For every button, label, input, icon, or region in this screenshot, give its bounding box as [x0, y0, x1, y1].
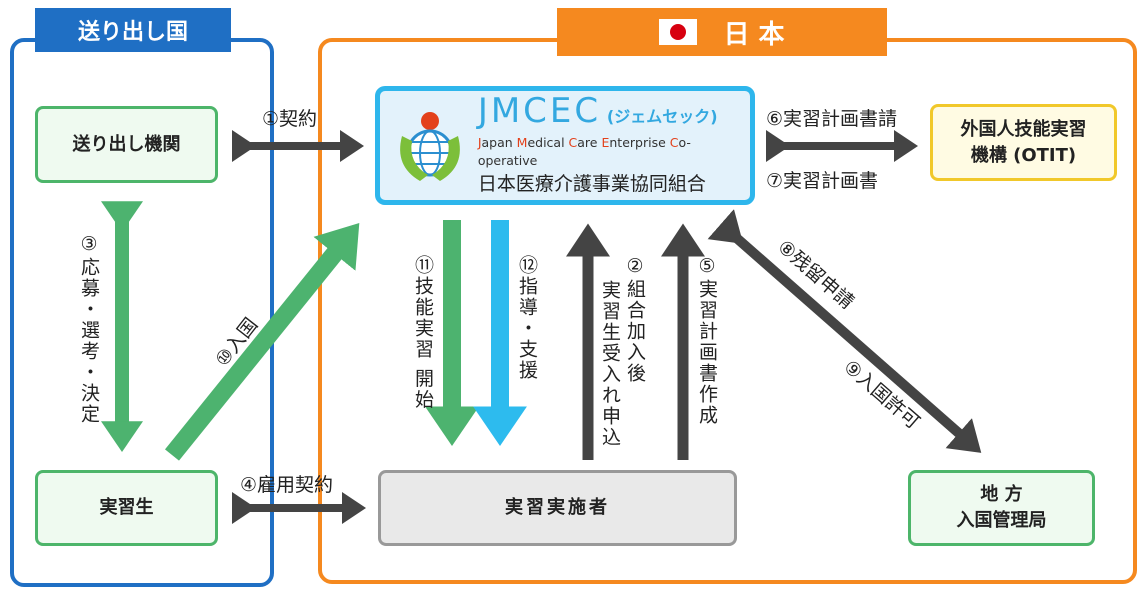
- sending-org-box: 送り出し機関: [35, 106, 218, 183]
- jmcec-japanese: 日本医療介護事業協同組合: [477, 172, 706, 195]
- entry-arrow: [164, 222, 360, 461]
- jmcec-text: JMCEC (ジェムセック) Japan Medical Care Enterp…: [478, 94, 750, 198]
- label-plan-create: ⑤実習計画書作成: [696, 255, 718, 426]
- japan-title: 日 本: [723, 19, 785, 50]
- label-contract: ①契約: [262, 108, 318, 130]
- label-plan-request: ⑥実習計画書請: [766, 108, 898, 130]
- label-plan: ⑦実習計画書: [766, 170, 879, 192]
- immigration-box: 地 方 入国管理局: [908, 470, 1095, 546]
- label-selection: ③応募・選考・決定: [78, 233, 100, 425]
- jmcec-kana: (ジェムセック): [606, 106, 718, 126]
- otit-line2: 機構 (OTIT): [970, 144, 1077, 166]
- japan-title-tab: 日 本: [557, 8, 887, 56]
- label-start: ⑪技能実習 開始: [412, 255, 434, 411]
- sending-country-title: 送り出し国: [35, 8, 231, 52]
- jmcec-logo: [400, 111, 460, 181]
- otit-line1: 外国人技能実習: [960, 118, 1087, 140]
- japan-flag-icon: [659, 19, 698, 45]
- label-application-join: ②組合加入後: [624, 255, 646, 384]
- label-application-accept: 実習生受入れ申込: [599, 280, 621, 448]
- immigration-arrow: [707, 209, 982, 453]
- label-guidance: ⑫指導・支援: [516, 255, 538, 381]
- jmcec-box: JMCEC (ジェムセック) Japan Medical Care Enterp…: [375, 86, 755, 205]
- jmcec-name: JMCEC: [477, 90, 602, 131]
- otit-box: 外国人技能実習 機構 (OTIT): [930, 104, 1117, 181]
- immigration-line1: 地 方: [980, 484, 1023, 505]
- label-employment: ④雇用契約: [240, 474, 334, 496]
- implementer-box: 実習実施者: [378, 470, 737, 546]
- trainee-box: 実習生: [35, 470, 218, 546]
- immigration-line2: 入国管理局: [956, 510, 1047, 531]
- jmcec-english: Japan Medical Care Enterprise Co-operati…: [477, 134, 691, 168]
